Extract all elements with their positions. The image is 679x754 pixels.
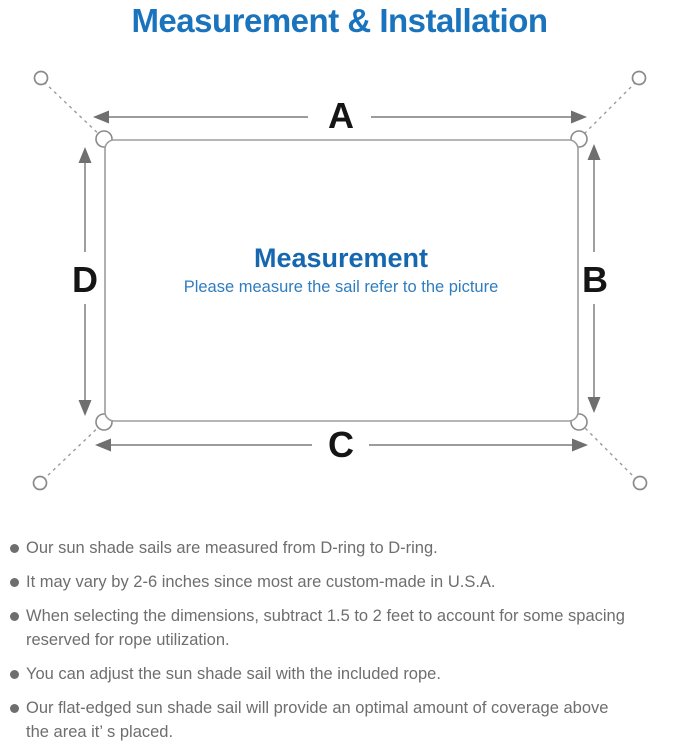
dim-label-d: D [72, 259, 98, 300]
sail-outline [104, 139, 579, 422]
dimension-arrow-c: C [95, 424, 588, 465]
bullet-icon [10, 612, 19, 621]
anchor-icon [632, 475, 648, 491]
anchor-icon [631, 70, 647, 86]
arrowhead-down-icon [78, 400, 92, 416]
measurement-diagram: A C D B Measurement Please measure the s… [32, 70, 648, 491]
center-heading: Measurement [254, 243, 428, 273]
dim-label-c: C [328, 424, 354, 465]
rope-top-right [577, 81, 637, 141]
bullet-icon [10, 578, 19, 587]
dim-label-a: A [328, 95, 354, 136]
list-item: Our sun shade sails are measured from D-… [10, 536, 675, 560]
rope-bottom-left [42, 420, 106, 481]
list-item: You can adjust the sun shade sail with t… [10, 662, 675, 686]
anchor-icon [33, 70, 49, 86]
note-text: Our flat-edged sun shade sail will provi… [26, 699, 609, 741]
corner-d-rings [95, 130, 588, 431]
note-text: It may vary by 2-6 inches since most are… [26, 573, 496, 591]
note-text: Our sun shade sails are measured from D-… [26, 539, 438, 557]
note-text: When selecting the dimensions, subtract … [26, 607, 625, 649]
list-item: It may vary by 2-6 inches since most are… [10, 570, 675, 594]
arrowhead-down-icon [587, 397, 601, 413]
anchor-points [32, 70, 648, 491]
list-item: Our flat-edged sun shade sail will provi… [10, 696, 675, 744]
dimension-arrow-a: A [93, 95, 587, 136]
arrowhead-up-icon [587, 144, 601, 160]
arrowhead-up-icon [78, 147, 92, 163]
dimension-arrow-d: D [72, 147, 98, 416]
note-text: You can adjust the sun shade sail with t… [26, 665, 441, 683]
bullet-icon [10, 670, 19, 679]
list-item: When selecting the dimensions, subtract … [10, 604, 675, 652]
bullet-icon [10, 704, 19, 713]
dim-label-b: B [582, 259, 608, 300]
bullet-icon [10, 544, 19, 553]
anchor-ropes [42, 81, 638, 481]
notes-list: Our sun shade sails are measured from D-… [10, 536, 675, 754]
arrowhead-right-icon [571, 110, 587, 124]
dimension-arrow-b: B [582, 144, 608, 413]
arrowhead-left-icon [95, 438, 111, 452]
anchor-icon [32, 475, 48, 491]
rope-bottom-right [577, 420, 638, 481]
page-title: Measurement & Installation [131, 2, 548, 39]
center-caption: Measurement Please measure the sail refe… [184, 243, 499, 296]
arrowhead-left-icon [93, 110, 109, 124]
center-subtitle: Please measure the sail refer to the pic… [184, 278, 499, 296]
rope-top-left [43, 81, 106, 141]
arrowhead-right-icon [572, 438, 588, 452]
